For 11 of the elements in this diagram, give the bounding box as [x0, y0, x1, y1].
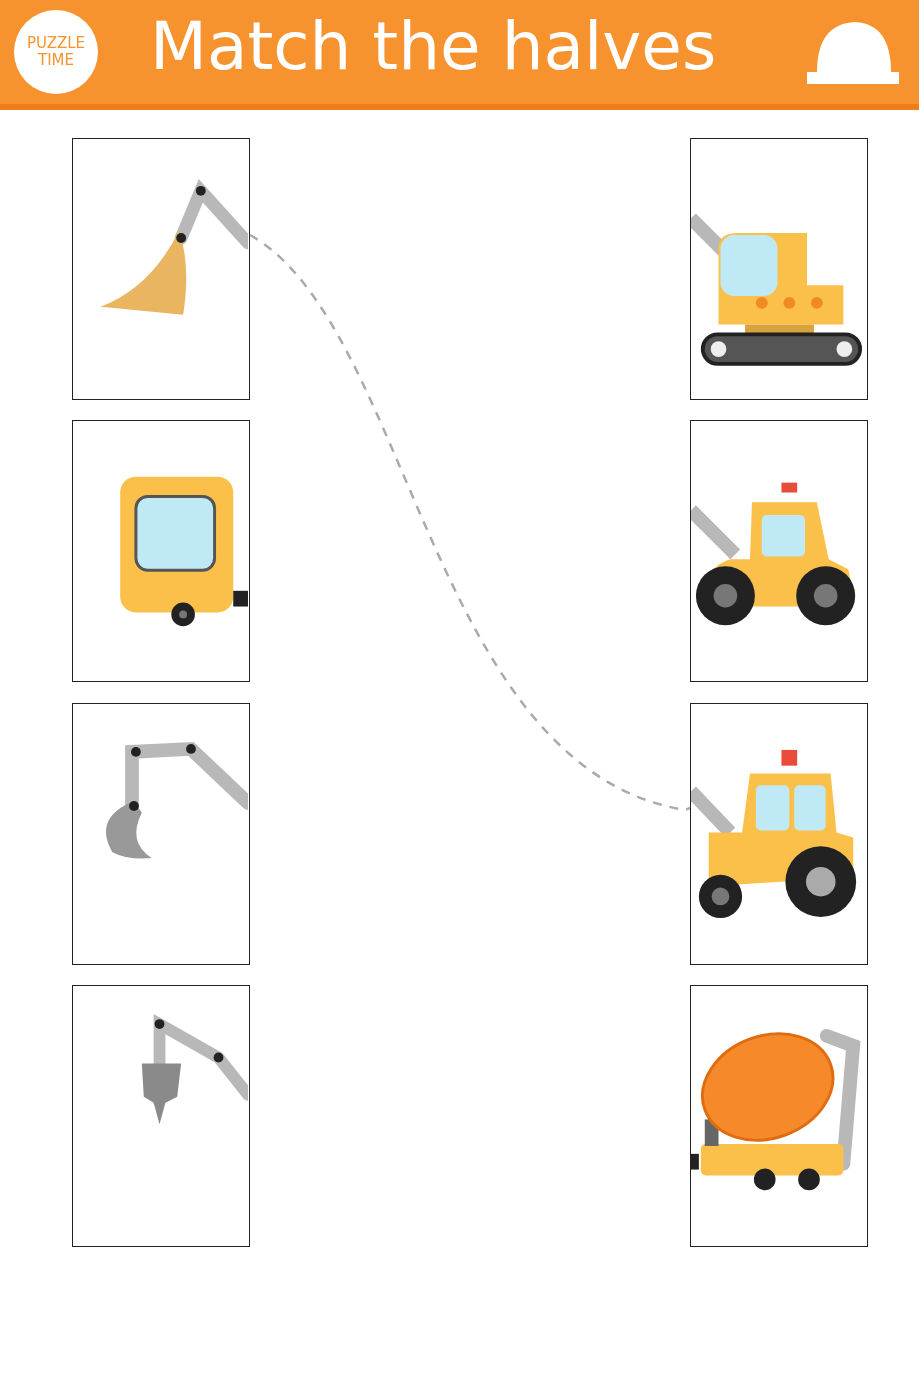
picture-card — [690, 138, 868, 400]
picture-card — [72, 985, 250, 1247]
picture-card — [690, 703, 868, 965]
picture-card — [72, 703, 250, 965]
picture-card — [72, 420, 250, 682]
picture-card — [72, 138, 250, 400]
badge: PUZZLE TIME — [14, 10, 98, 94]
picture-card — [690, 985, 868, 1247]
picture-card — [690, 420, 868, 682]
dashed-line — [249, 234, 691, 812]
title: Match the halves — [150, 8, 717, 85]
